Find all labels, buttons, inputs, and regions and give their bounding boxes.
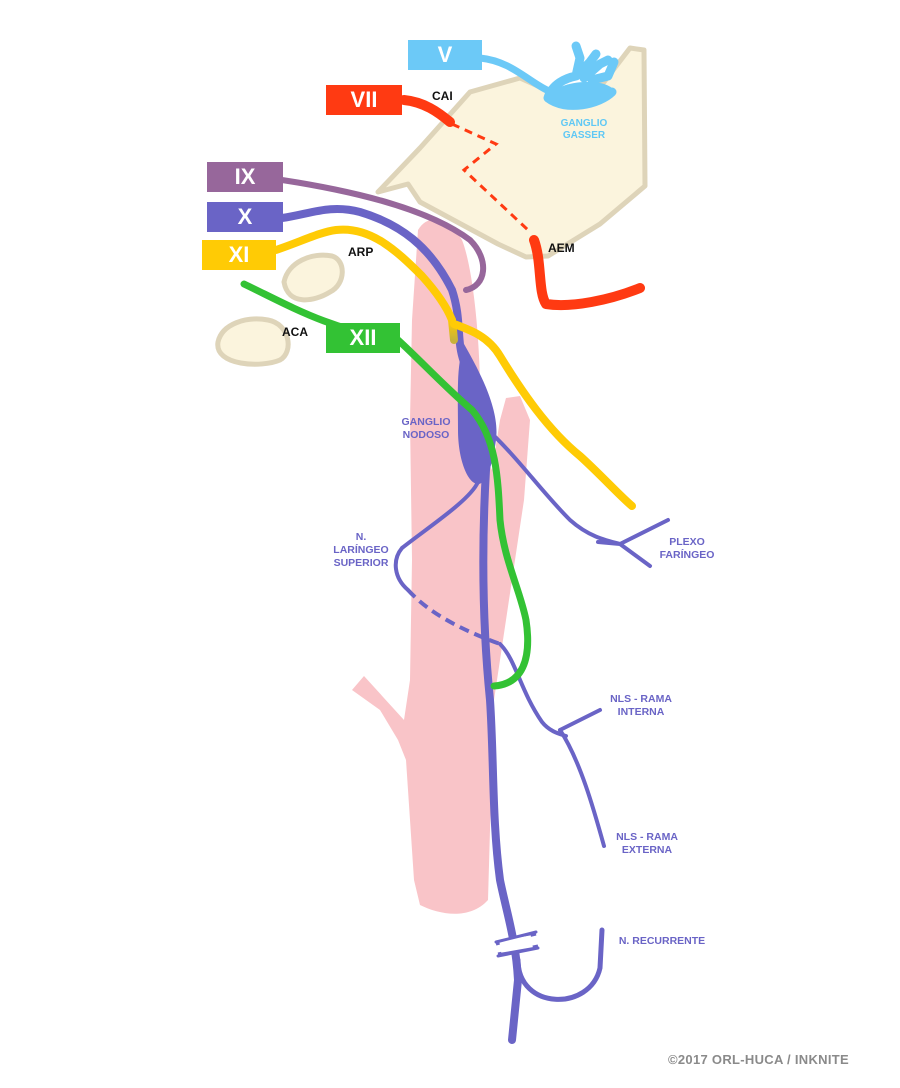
nerve-x-box	[207, 202, 283, 232]
nerve-vii-box	[326, 85, 402, 115]
laringeo-superior-continue	[498, 642, 568, 738]
nerve-ix-label: IX	[234, 164, 256, 189]
nerve-v-box	[408, 40, 482, 70]
label-ganglio-gasser: GANGLIO GASSER	[560, 118, 608, 141]
copyright-credit: ©2017 ORL-HUCA / INKNITE	[668, 1052, 849, 1067]
nerve-x-label: X	[237, 204, 253, 229]
nerve-xi-path	[272, 225, 456, 324]
nerve-xii-box	[326, 323, 400, 353]
nerve-xii-label: XII	[349, 325, 377, 350]
label-aca: ACA	[282, 325, 308, 339]
laringeo-superior-dashed	[406, 588, 501, 646]
nerve-vii-exit	[529, 235, 645, 311]
carotid-artery	[352, 219, 530, 914]
nerve-ix-path	[279, 177, 487, 293]
arp-bone	[281, 252, 345, 303]
vagus-break-lines	[494, 930, 540, 958]
nerve-vii-label: VII	[350, 87, 378, 112]
label-nls-externa: NLS - RAMA EXTERNA	[616, 831, 678, 856]
ganglio-gasser	[543, 41, 619, 110]
nerve-xi-lower	[450, 320, 636, 510]
label-cai: CAI	[432, 89, 453, 103]
nerve-v-label: V	[437, 42, 453, 67]
nerve-xi-box	[202, 240, 276, 270]
nls-interna-branch	[558, 708, 602, 732]
label-laringeo-superior: N. LARÍNGEO SUPERIOR	[333, 531, 389, 569]
label-nls-interna: NLS - RAMA INTERNA	[610, 693, 672, 718]
label-ganglio-nodoso: GANGLIO NODOSO	[401, 416, 451, 441]
label-aem: AEM	[548, 241, 575, 255]
nerve-ix-box	[207, 162, 283, 192]
label-arp: ARP	[348, 245, 374, 259]
aca-bone	[215, 316, 291, 367]
label-recurrente: N. RECURRENTE	[618, 935, 706, 947]
plexo-faringeo-branch	[486, 428, 670, 568]
nerve-vii-dashed	[451, 122, 530, 232]
label-plexo-faringeo: PLEXO FARÍNGEO	[659, 536, 715, 561]
nerve-vii-path	[399, 95, 455, 127]
nerve-xi-label: XI	[228, 242, 250, 267]
recurrente-branch	[515, 927, 605, 1002]
nls-externa-branch	[558, 728, 606, 848]
laringeo-superior-branch	[393, 480, 480, 592]
gasser-body	[548, 81, 612, 102]
